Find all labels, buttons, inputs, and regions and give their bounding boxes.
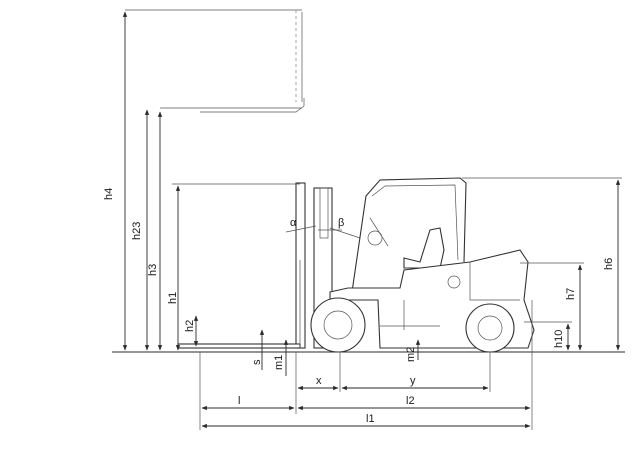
- h23-label: h23: [131, 222, 143, 240]
- h6-label: h6: [603, 258, 615, 270]
- m2-label: m2: [405, 347, 417, 362]
- raised-fork: [125, 9, 305, 113]
- front-wheel: [310, 297, 366, 353]
- x-label: x: [316, 375, 322, 387]
- x-dimension: x: [295, 352, 341, 414]
- m1-dimension: m1: [273, 339, 289, 376]
- l2-dimension: l2: [297, 300, 533, 430]
- h7-dimension: h7: [520, 262, 584, 351]
- h1-dimension: h1: [167, 183, 300, 351]
- h3-dimension: h3: [147, 111, 163, 351]
- s-label: s: [251, 359, 263, 365]
- y-label: y: [410, 375, 416, 387]
- beta-label: β: [338, 217, 344, 229]
- h4-label: h4: [103, 188, 115, 200]
- rear-wheel: [465, 303, 515, 353]
- h6-dimension: h6: [462, 177, 622, 351]
- h4-dimension: h4: [103, 11, 128, 351]
- alpha-label: α: [290, 217, 297, 229]
- m2-dimension: m2: [405, 339, 421, 362]
- h10-label: h10: [553, 330, 565, 348]
- l2-label: l2: [406, 395, 415, 407]
- h7-label: h7: [565, 288, 577, 300]
- h2-dimension: h2: [184, 315, 199, 347]
- l-dimension: l: [199, 352, 295, 430]
- y-dimension: y: [341, 352, 491, 392]
- l-label: l: [238, 395, 240, 407]
- s-dimension: s: [251, 329, 265, 370]
- tilt-angles: [285, 225, 361, 239]
- l1-label: l1: [366, 413, 375, 425]
- h23-dimension: h23: [131, 109, 150, 351]
- m1-label: m1: [273, 355, 285, 370]
- h3-label: h3: [147, 264, 159, 276]
- l1-dimension: l1: [201, 413, 531, 429]
- h2-label: h2: [184, 320, 196, 332]
- h1-label: h1: [167, 292, 179, 304]
